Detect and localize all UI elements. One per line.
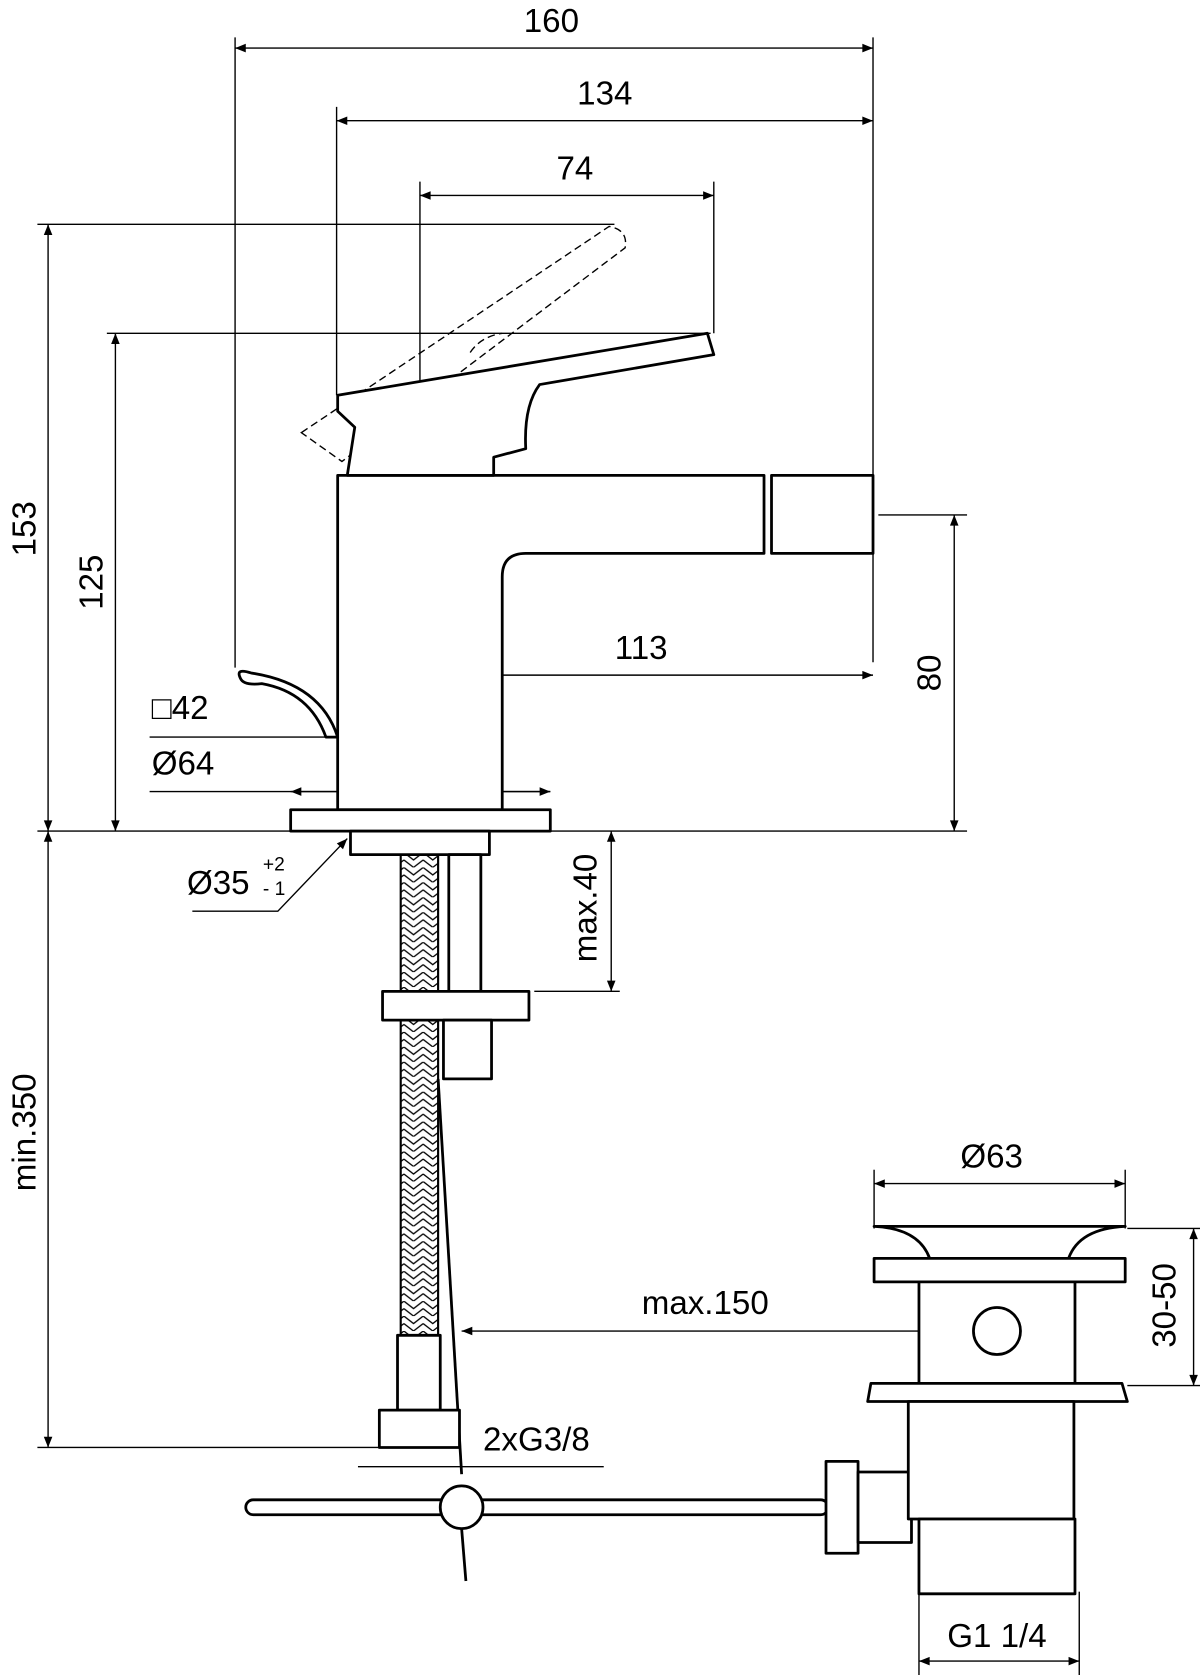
dim-dia-63: Ø63 [960,1139,1023,1176]
dim-2xg38: 2xG3/8 [483,1422,590,1459]
dim-dia-64: Ø64 [152,745,215,782]
dim-80: 80 [911,655,948,692]
dim-160: 160 [524,3,579,40]
dim-max150: max.150 [642,1285,769,1322]
dim-dia-35: Ø35 [187,865,250,902]
dim-30-50: 30-50 [1146,1263,1183,1348]
popup-rod [244,1459,913,1582]
extension-lines [37,37,1200,1675]
waste-drain [866,1224,1129,1596]
dim-113: 113 [615,630,668,667]
faucet-body [237,225,875,856]
dim-min350: min.350 [6,1073,43,1191]
dim-g1-1-4: G1 1/4 [947,1618,1046,1655]
dim-max40: max.40 [567,854,604,963]
dim-125: 125 [74,555,111,610]
supply-hoses [377,853,531,1475]
dimension-labels: 160 134 74 153 125 113 80 □42 Ø64 Ø35 +2… [6,3,1183,1655]
dim-134: 134 [577,76,632,113]
dim-tol-plus: +2 [263,855,285,876]
dim-74: 74 [556,150,593,187]
dim-153: 153 [6,501,43,556]
dim-tol-minus: - 1 [263,879,285,900]
dim-square-42: □42 [152,690,209,727]
